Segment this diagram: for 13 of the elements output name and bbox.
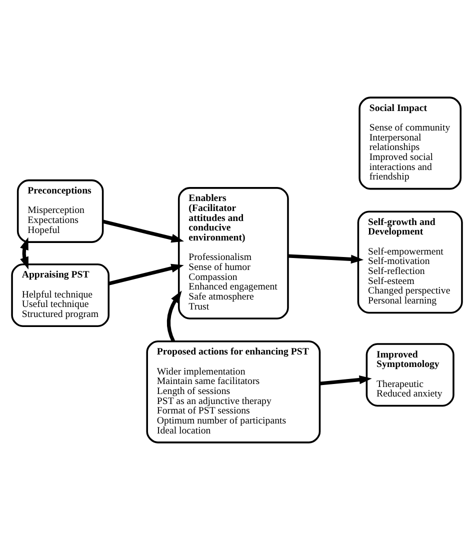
arrow — [20, 236, 28, 269]
arrow — [108, 263, 184, 285]
node-box: Self-growth and Development Self-empowerment Self-motivation Self-reflection Self-esteem Changed perspective Personal learning — [357, 210, 463, 314]
node-box: Appraising PST Helpful technique Useful technique Structured program — [11, 263, 110, 327]
arrow — [320, 374, 372, 385]
arrow — [166, 290, 182, 342]
arrow — [102, 219, 184, 242]
node-box: Preconceptions Misperception Expectations Hopeful — [16, 178, 104, 242]
node-box: Social Impact Sense of community Interpersonal relationships Improved social interactions and friendship — [358, 96, 462, 190]
node-box: Proposed actions for enhancing PST Wider implementation Maintain same facilitators Length of sessions PST as an adjunctive therapy Format of PST sessions Optimum number of participants Ideal location — [146, 340, 321, 443]
node-box: Improved Symptomology Therapeutic Reduced anxiety — [366, 342, 454, 406]
node-box: Enablers (Facilitator attitudes and conducive environment) Professionalism Sense of humor Compassion Enhanced engagement Safe atmosphere Trust — [178, 186, 289, 319]
arrow — [288, 254, 364, 264]
